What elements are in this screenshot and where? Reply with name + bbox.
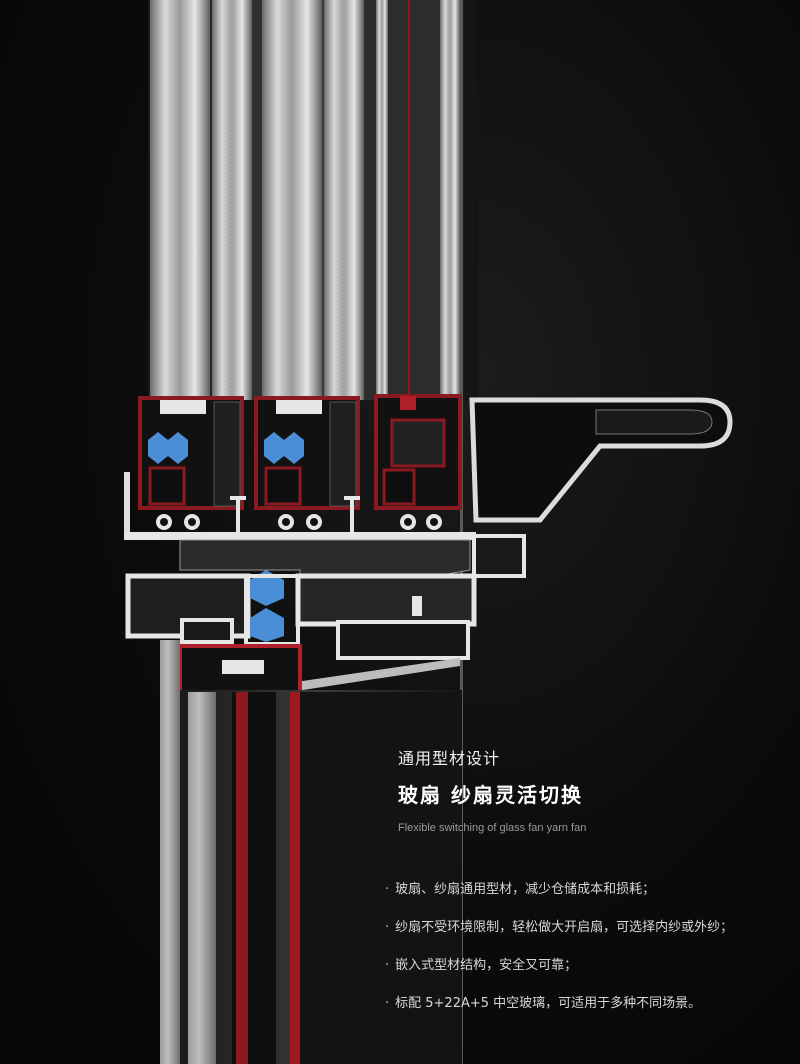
- heading-subtitle: 通用型材设计: [398, 749, 501, 768]
- feature-item: · 玻扇、纱扇通用型材，减少仓储成本和损耗；: [385, 880, 790, 918]
- feature-heading-block: 通用型材设计 玻扇 纱扇灵活切换 Flexible switching of g…: [398, 745, 788, 834]
- main-frame-profile: [124, 472, 526, 692]
- heading-title: 玻扇 纱扇灵活切换: [398, 783, 583, 807]
- screen-sash-profile: [374, 394, 462, 510]
- feature-text: 嵌入式型材结构，安全又可靠；: [395, 958, 578, 973]
- feature-item: · 纱扇不受环境限制，轻松做大开启扇，可选择内纱或外纱；: [385, 918, 790, 956]
- bullet-icon: ·: [385, 920, 390, 935]
- feature-item: · 标配 5+22A+5 中空玻璃，可适用于多种不同场景。: [385, 994, 790, 1032]
- bullet-icon: ·: [385, 996, 390, 1011]
- feature-text: 纱扇不受环境限制，轻松做大开启扇，可选择内纱或外纱；: [395, 920, 734, 935]
- feature-item: · 嵌入式型材结构，安全又可靠；: [385, 956, 790, 994]
- heading-english: Flexible switching of glass fan yarn fan: [398, 822, 587, 834]
- handle-arm: [469, 397, 733, 523]
- sash-profile-left: [138, 396, 244, 510]
- sash-profile-middle: [254, 396, 360, 510]
- feature-list: · 玻扇、纱扇通用型材，减少仓储成本和损耗； · 纱扇不受环境限制，轻松做大开启扇，…: [385, 880, 790, 1032]
- feature-text: 玻扇、纱扇通用型材，减少仓储成本和损耗；: [395, 882, 656, 897]
- lower-glass-sash: [160, 640, 462, 1064]
- feature-text: 标配 5+22A+5 中空玻璃，可适用于多种不同场景。: [395, 996, 702, 1011]
- bullet-icon: ·: [385, 882, 390, 897]
- bullet-icon: ·: [385, 958, 390, 973]
